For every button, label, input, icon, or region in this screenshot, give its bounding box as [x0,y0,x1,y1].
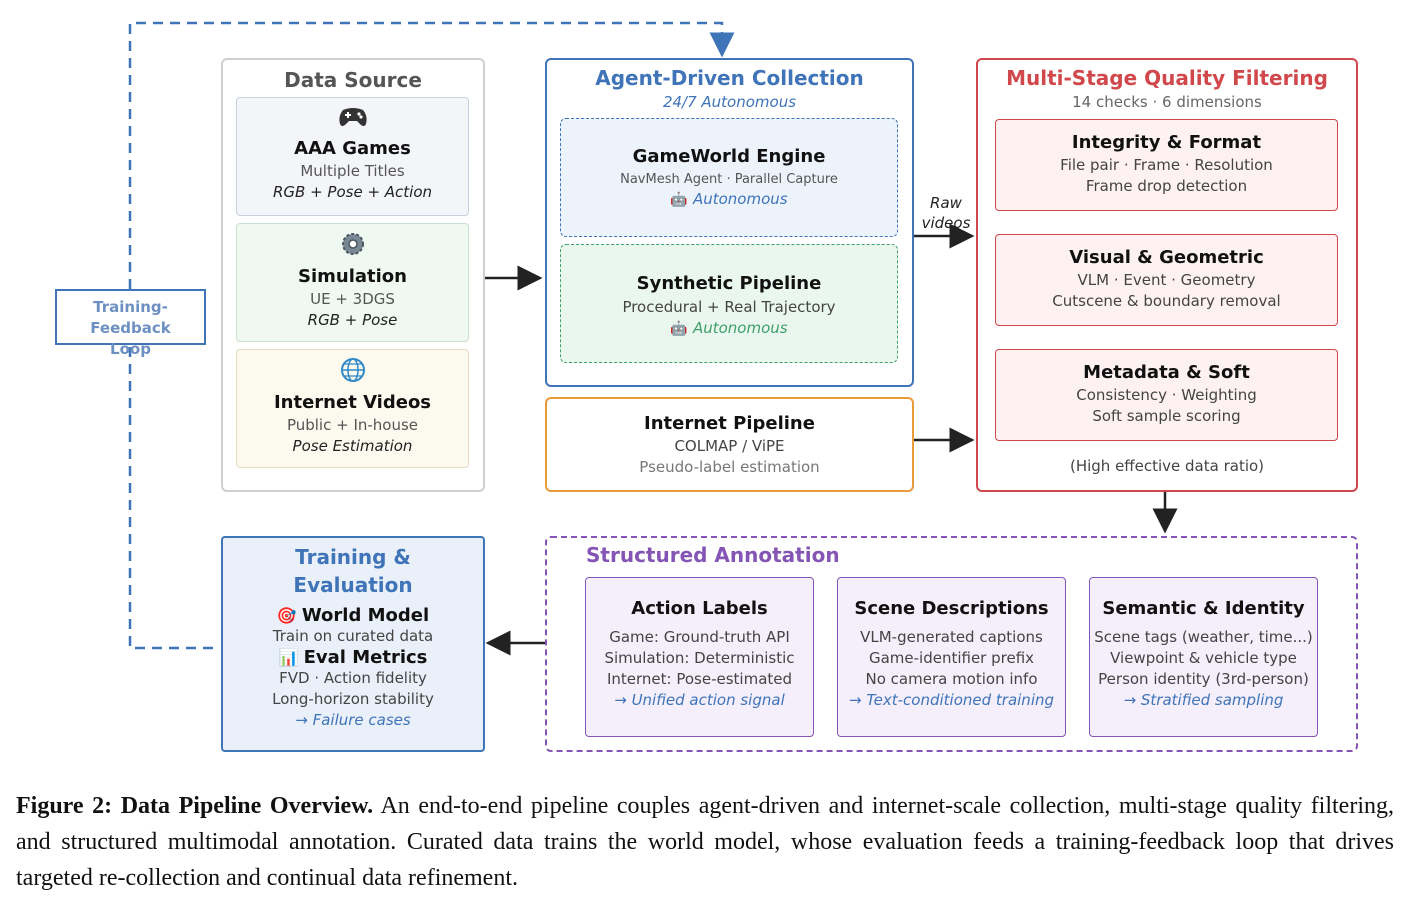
agent-subtitle: 24/7 Autonomous [662,93,797,111]
stage-integrity-line1: File pair · Frame · Resolution [1060,156,1273,174]
gameworld-sub: NavMesh Agent · Parallel Capture [620,172,838,187]
filtering-title: Multi-Stage Quality Filtering [1006,66,1328,90]
annotation-card-scene: Scene Descriptions VLM-generated caption… [837,577,1066,737]
figure-caption: Figure 2: Data Pipeline Overview. An end… [16,788,1394,896]
stage-visual-line2: Cutscene & boundary removal [1052,292,1281,310]
synthetic-title: Synthetic Pipeline [636,273,822,294]
semantic-link: → Stratified sampling [1123,691,1284,709]
bar-chart-icon: 📊 [278,648,299,667]
stage-integrity-line2: Frame drop detection [1085,177,1248,195]
stage-metadata-line1: Consistency · Weighting [1076,386,1257,404]
globe-icon [237,356,468,390]
source-games-title: AAA Games [294,138,411,159]
gamepad-icon [237,104,468,136]
source-simulation-title: Simulation [298,266,407,287]
training-evaluation-panel: Training & Evaluation 🎯 World Model Trai… [221,536,485,752]
annotation-title: Structured Annotation [586,543,840,567]
agent-title: Agent-Driven Collection [595,66,864,90]
annotation-card-action: Action Labels Game: Ground-truth API Sim… [585,577,814,737]
gameworld-title: GameWorld Engine [632,146,826,167]
target-icon: 🎯 [276,606,297,625]
gear-icon [237,230,468,264]
action-line2: Simulation: Deterministic [604,649,795,667]
feedback-loop-label: Training-Feedback Loop [55,289,206,358]
source-card-internet: Internet Videos Public + In-house Pose E… [236,349,469,468]
robot-icon: 🤖 [670,192,688,208]
scene-line2: Game-identifier prefix [868,649,1035,667]
source-card-games: AAA Games Multiple Titles RGB + Pose + A… [236,97,469,216]
source-internet-title: Internet Videos [273,392,432,413]
semantic-line2: Viewpoint & vehicle type [1110,649,1297,667]
synthetic-pipeline-card: Synthetic Pipeline Procedural + Real Tra… [560,244,898,363]
filtering-note: (High effective data ratio) [1069,457,1265,475]
training-title-line2: Evaluation [293,573,413,597]
source-games-sub: Multiple Titles [300,162,405,180]
source-simulation-sub: UE + 3DGS [310,290,395,308]
scene-line1: VLM-generated captions [860,628,1043,646]
semantic-line3: Person identity (3rd-person) [1098,670,1309,688]
internet-pipeline-panel: Internet Pipeline COLMAP / ViPE Pseudo-l… [545,397,914,492]
eval-link: → Failure cases [295,711,411,729]
stage-visual-title: Visual & Geometric [1069,247,1264,268]
robot-icon: 🤖 [670,321,688,337]
eval-metrics-label: Eval Metrics [303,647,428,668]
caption-text: An end-to-end pipeline couples agent-dri… [16,793,1394,891]
eval-line2: Long-horizon stability [272,690,434,708]
source-internet-ital: Pose Estimation [292,437,413,455]
semantic-line1: Scene tags (weather, time...) [1094,628,1313,646]
source-simulation-ital: RGB + Pose [307,311,398,329]
action-link: → Unified action signal [614,691,785,709]
stage-integrity-title: Integrity & Format [1071,132,1262,153]
world-model-label: World Model [301,605,430,626]
synthetic-tag: Autonomous [692,319,788,337]
action-line3: Internet: Pose-estimated [606,670,793,688]
synthetic-sub: Procedural + Real Trajectory [622,298,836,316]
filter-stage-visual: Visual & Geometric VLM · Event · Geometr… [995,234,1338,326]
training-title-line1: Training & [295,545,411,569]
action-line1: Game: Ground-truth API [609,628,790,646]
caption-label: Figure 2: Data Pipeline Overview. [16,793,374,819]
source-card-simulation: Simulation UE + 3DGS RGB + Pose [236,223,469,342]
stage-visual-line1: VLM · Event · Geometry [1077,271,1256,289]
action-labels-title: Action Labels [631,598,768,619]
gameworld-tag: Autonomous [692,190,788,208]
internet-pipeline-line1: COLMAP / ViPE [674,437,785,455]
scene-descriptions-title: Scene Descriptions [854,598,1049,619]
data-source-title: Data Source [284,68,422,92]
internet-pipeline-title: Internet Pipeline [644,413,815,434]
gameworld-engine-card: GameWorld Engine NavMesh Agent · Paralle… [560,118,898,237]
stage-metadata-line2: Soft sample scoring [1092,407,1241,425]
world-model-sub: Train on curated data [272,627,434,645]
source-internet-sub: Public + In-house [286,416,419,434]
scene-line3: No camera motion info [865,670,1038,688]
filter-stage-metadata: Metadata & Soft Consistency · Weighting … [995,349,1338,441]
feedback-loop-line [128,21,735,650]
annotation-card-semantic: Semantic & Identity Scene tags (weather,… [1089,577,1318,737]
filter-stage-integrity: Integrity & Format File pair · Frame · R… [995,119,1338,211]
raw-videos-label: Raw videos [918,193,974,233]
feedback-loop-line2: Loop [110,340,151,358]
semantic-identity-title: Semantic & Identity [1102,598,1305,619]
raw-videos-line1: Raw [930,194,962,212]
internet-pipeline-line2: Pseudo-label estimation [639,458,820,476]
feedback-loop-line1: Training-Feedback [90,298,171,337]
stage-metadata-title: Metadata & Soft [1083,362,1250,383]
raw-videos-line2: videos [921,214,971,232]
eval-line1: FVD · Action fidelity [279,669,427,687]
source-games-ital: RGB + Pose + Action [272,183,433,201]
scene-link: → Text-conditioned training [848,691,1055,709]
filtering-subtitle: 14 checks · 6 dimensions [1072,93,1262,111]
